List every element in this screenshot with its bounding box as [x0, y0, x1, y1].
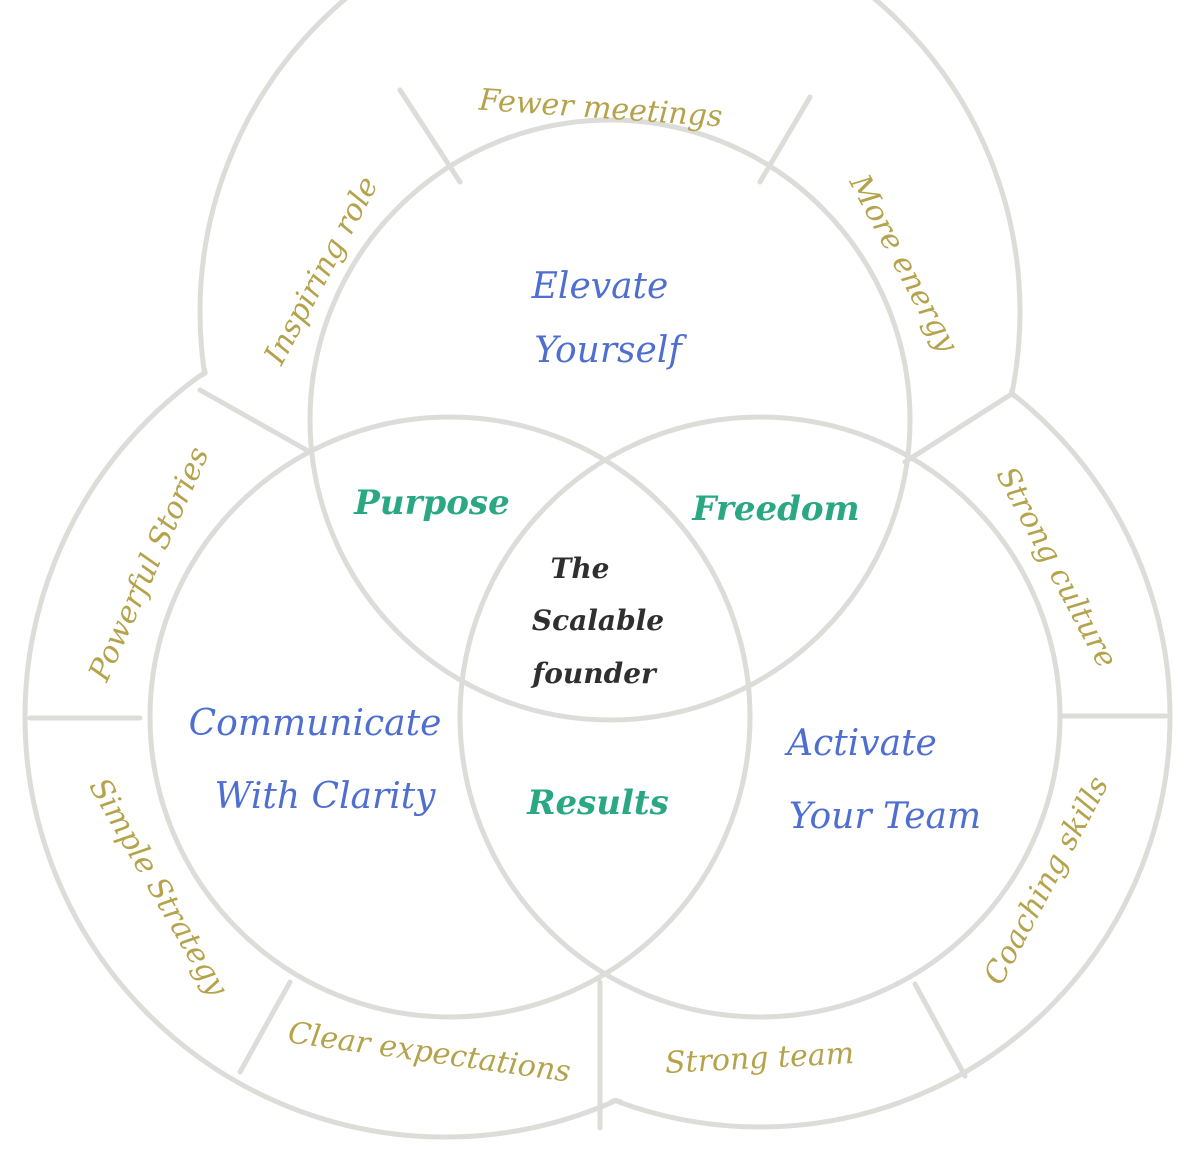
label-freedom: Freedom: [691, 489, 859, 529]
label-activate-line2: Your Team: [789, 796, 981, 837]
label-elevate-line1: Elevate: [531, 266, 669, 307]
center-label: The Scalable founder: [530, 552, 664, 690]
overlap-labels: Purpose Freedom Results: [353, 483, 859, 823]
core-circle-communicate: [147, 414, 753, 1020]
label-purpose: Purpose: [353, 483, 509, 523]
divider-upper-right-junction: [902, 392, 1013, 465]
label-elevate-line2: Yourself: [534, 330, 687, 371]
center-label-line2: Scalable: [532, 604, 664, 637]
center-label-line1: The: [550, 552, 609, 585]
core-circle-elevate: [307, 117, 913, 723]
label-activate-line1: Activate: [784, 723, 937, 764]
label-communicate-line2: With Clarity: [214, 776, 436, 817]
outer-dividers: [27, 87, 1169, 1131]
core-circle-activate: [457, 414, 1063, 1020]
core-labels: Elevate Yourself Communicate With Clarit…: [189, 266, 982, 837]
divider-bottom-right: [912, 981, 968, 1079]
core-circles: [147, 117, 1063, 1020]
label-results: Results: [526, 783, 669, 823]
divider-upper-left-junction: [197, 387, 313, 455]
divider-bottom-left: [237, 979, 293, 1075]
label-communicate-line1: Communicate: [189, 703, 442, 744]
center-label-line3: founder: [530, 657, 658, 690]
